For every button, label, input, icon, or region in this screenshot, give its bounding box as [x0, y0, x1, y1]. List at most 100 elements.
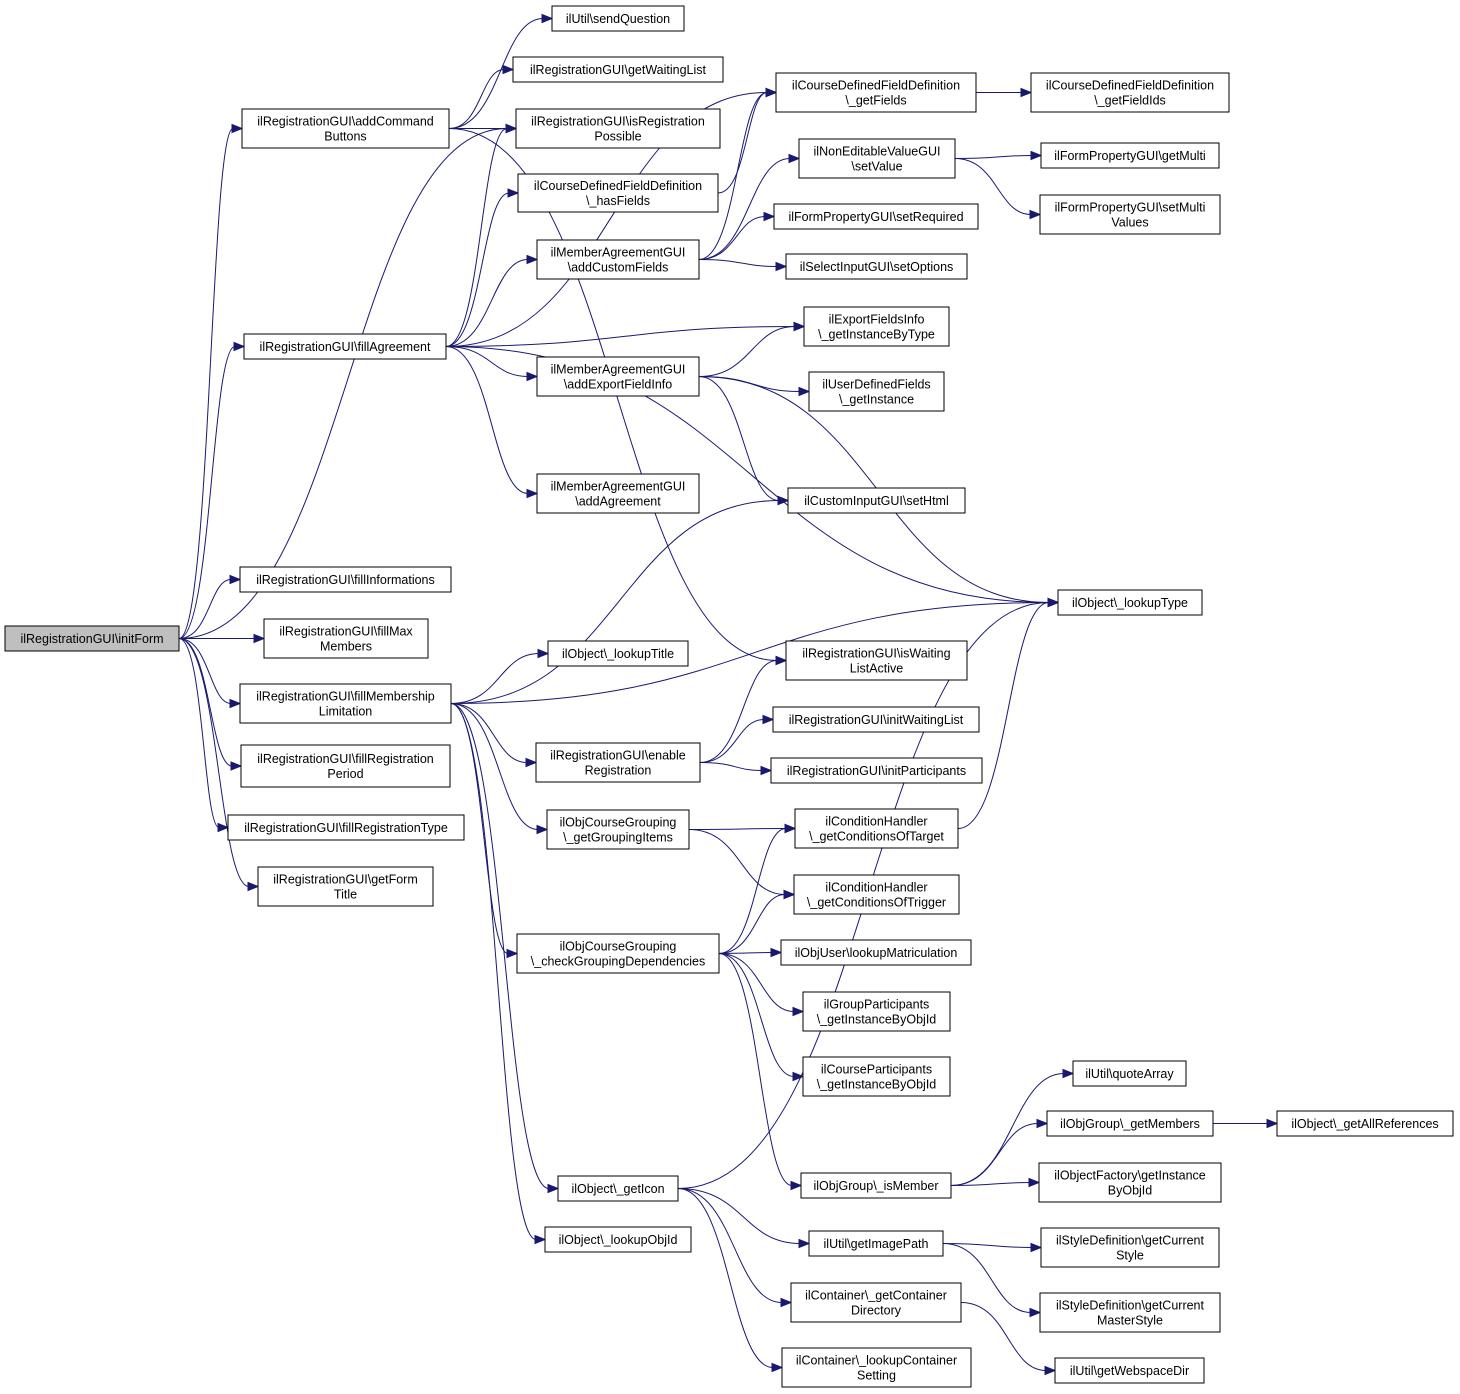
node-get-all-refs[interactable]: ilObject\_getAllReferences	[1276, 1110, 1454, 1137]
edge-check-grouping-dep-to-group-part-inst	[718, 953, 805, 1017]
node-fill-agreement[interactable]: ilRegistrationGUI\fillAgreement	[243, 333, 447, 360]
node-check-grouping-dep[interactable]: ilObjCourseGrouping\_checkGroupingDepend…	[516, 933, 720, 974]
node-get-members[interactable]: ilObjGroup\_getMembers	[1046, 1110, 1214, 1137]
node-fill-info[interactable]: ilRegistrationGUI\fillInformations	[239, 566, 452, 593]
node-get-icon[interactable]: ilObject\_getIcon	[557, 1175, 679, 1202]
node-box	[775, 72, 977, 113]
node-get-webspace-dir[interactable]: ilUtil\getWebspaceDir	[1054, 1357, 1205, 1384]
node-label: ilRegistrationGUI\initWaitingList	[789, 713, 964, 727]
node-label: ilCustomInputGUI\setHtml	[804, 494, 948, 508]
node-fill-member[interactable]: ilRegistrationGUI\fillMembershipLimitati…	[239, 683, 452, 724]
node-label: ilRegistrationGUI\initParticipants	[787, 764, 966, 778]
node-get-inst-by-obj-id[interactable]: ilObjectFactory\getInstanceByObjId	[1038, 1162, 1222, 1203]
node-set-value[interactable]: ilNonEditableValueGUI\setValue	[798, 138, 956, 179]
edge-init-form-to-fill-member	[178, 638, 242, 709]
node-box	[802, 991, 951, 1032]
node-get-field-ids[interactable]: ilCourseDefinedFieldDefinition\_getField…	[1030, 72, 1230, 113]
node-label: Values	[1111, 216, 1148, 230]
node-label: ilRegistrationGUI\fillMembership	[256, 690, 435, 704]
node-label: ilObjectFactory\getInstance	[1054, 1169, 1206, 1183]
node-set-options[interactable]: ilSelectInputGUI\setOptions	[785, 253, 968, 280]
node-send-question[interactable]: ilUtil\sendQuestion	[551, 5, 685, 32]
node-init-form[interactable]: ilRegistrationGUI\initForm	[4, 625, 180, 652]
edge-set-value-to-get-multi	[954, 150, 1043, 161]
node-get-image-path[interactable]: ilUtil\getImagePath	[808, 1230, 944, 1257]
node-box	[1054, 1357, 1205, 1384]
node-init-waiting-list[interactable]: ilRegistrationGUI\initWaitingList	[772, 706, 980, 733]
node-box	[1040, 1227, 1220, 1268]
node-label: \_getConditionsOfTrigger	[807, 896, 946, 910]
node-get-multi[interactable]: ilFormPropertyGUI\getMulti	[1040, 142, 1220, 169]
node-is-member[interactable]: ilObjGroup\_isMember	[800, 1172, 952, 1199]
node-init-participants[interactable]: ilRegistrationGUI\initParticipants	[770, 757, 983, 784]
node-get-grouping-items[interactable]: ilObjCourseGrouping\_getGroupingItems	[546, 809, 690, 850]
node-label: ilConditionHandler	[825, 881, 927, 895]
node-add-agreement[interactable]: ilMemberAgreementGUI\addAgreement	[536, 473, 700, 514]
node-label: Title	[334, 888, 357, 902]
node-label: ilSelectInputGUI\setOptions	[800, 260, 954, 274]
node-label: ilObject\_getAllReferences	[1291, 1117, 1438, 1131]
node-course-part-inst[interactable]: ilCourseParticipants\_getInstanceByObjId	[802, 1056, 951, 1097]
node-box	[536, 473, 700, 514]
node-lookup-matric[interactable]: ilObjUser\lookupMatriculation	[780, 939, 972, 966]
node-group-part-inst[interactable]: ilGroupParticipants\_getInstanceByObjId	[802, 991, 951, 1032]
node-add-export-field-info[interactable]: ilMemberAgreementGUI\addExportFieldInfo	[536, 356, 700, 397]
node-has-fields[interactable]: ilCourseDefinedFieldDefinition\_hasField…	[517, 173, 719, 213]
node-set-required[interactable]: ilFormPropertyGUI\setRequired	[773, 203, 979, 230]
node-box	[781, 1347, 972, 1388]
edge-get-grouping-items-to-get-cond-trigger	[688, 829, 796, 900]
node-set-html[interactable]: ilCustomInputGUI\setHtml	[787, 487, 966, 514]
node-label: ilRegistrationGUI\isWaiting	[802, 647, 950, 661]
node-box	[798, 138, 956, 179]
node-label: ilRegistrationGUI\addCommand	[257, 115, 434, 129]
node-get-fields[interactable]: ilCourseDefinedFieldDefinition\_getField…	[775, 72, 977, 113]
node-label: ilRegistrationGUI\getWaitingList	[530, 63, 707, 77]
node-get-instance-by-type[interactable]: ilExportFieldsInfo\_getInstanceByType	[803, 306, 950, 347]
node-box	[787, 487, 966, 514]
edge-fill-agreement-to-add-export-field-info	[445, 346, 539, 382]
node-udf-get-instance[interactable]: ilUserDefinedFields\_getInstance	[808, 371, 945, 412]
node-quote-array[interactable]: ilUtil\quoteArray	[1072, 1060, 1187, 1087]
node-label: \_getGroupingItems	[563, 831, 673, 845]
node-box	[536, 356, 700, 397]
node-add-custom-fields[interactable]: ilMemberAgreementGUI\addCustomFields	[536, 239, 700, 280]
node-lookup-type[interactable]: ilObject\_lookupType	[1057, 589, 1203, 616]
edge-get-fields-to-get-field-ids	[975, 87, 1033, 98]
node-label: Setting	[857, 1369, 896, 1383]
node-box	[263, 618, 429, 659]
node-get-cond-target[interactable]: ilConditionHandler\_getConditionsOfTarge…	[794, 808, 959, 849]
edge-is-member-to-get-members	[950, 1118, 1049, 1186]
edge-init-form-to-fill-reg-type	[178, 638, 230, 833]
edge-check-grouping-dep-to-lookup-matric	[718, 947, 783, 958]
node-get-waiting-list[interactable]: ilRegistrationGUI\getWaitingList	[512, 56, 724, 83]
node-label: Possible	[594, 130, 641, 144]
node-label: ilConditionHandler	[825, 815, 927, 829]
node-label: Directory	[851, 1304, 902, 1318]
node-lookup-obj-id[interactable]: ilObject\_lookupObjId	[544, 1226, 692, 1253]
node-label: ilUtil\quoteArray	[1085, 1067, 1174, 1081]
edge-add-cmd-to-get-waiting-list	[448, 64, 515, 129]
edge-fill-member-to-enable-reg	[450, 703, 538, 768]
node-fill-reg-type[interactable]: ilRegistrationGUI\fillRegistrationType	[227, 814, 465, 841]
node-label: ilMemberAgreementGUI	[551, 363, 686, 377]
node-label: ilUtil\getWebspaceDir	[1070, 1364, 1189, 1378]
node-get-cond-trigger[interactable]: ilConditionHandler\_getConditionsOfTrigg…	[793, 874, 960, 915]
node-label: ilMemberAgreementGUI	[551, 480, 686, 494]
node-label: ilObjGroup\_isMember	[813, 1179, 938, 1193]
node-box	[772, 706, 980, 733]
edge-get-members-to-get-all-refs	[1212, 1118, 1279, 1129]
node-box	[535, 742, 701, 783]
node-lookup-title[interactable]: ilObject\_lookupTitle	[547, 640, 689, 667]
